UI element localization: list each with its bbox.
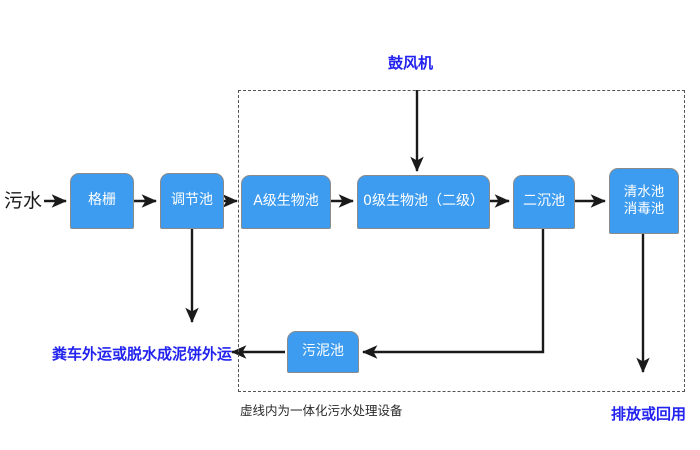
- blower-label: 鼓风机: [388, 54, 434, 72]
- node-disinfection-label: 消毒池: [623, 201, 665, 217]
- arrow-secondary-to-sludge: [362, 229, 545, 359]
- inlet-label: 污水: [4, 190, 43, 212]
- node-regulating-tank[interactable]: 调节池: [160, 173, 224, 229]
- node-secondary-sedimentation-tank[interactable]: 二沉池: [513, 175, 575, 229]
- node-secondary-sedimentation-tank-label: 二沉池: [523, 193, 565, 210]
- node-a-stage-biological-tank-label: A级生物池: [253, 193, 319, 210]
- node-sludge-tank[interactable]: 污泥池: [287, 331, 359, 373]
- node-regulating-tank-label: 调节池: [171, 192, 213, 209]
- node-o-stage-biological-tank[interactable]: 0级生物池（二级）: [357, 175, 490, 229]
- node-grille-label: 格栅: [88, 192, 116, 209]
- node-o-stage-biological-tank-label: 0级生物池（二级）: [363, 193, 484, 210]
- node-clear-water-label: 清水池: [623, 184, 665, 201]
- node-grille[interactable]: 格栅: [70, 173, 134, 229]
- discharge-reuse-label: 排放或回用: [611, 405, 687, 423]
- node-a-stage-biological-tank[interactable]: A级生物池: [241, 175, 331, 229]
- node-clear-water-disinfection-tank[interactable]: 清水池 消毒池: [609, 168, 679, 234]
- node-sludge-tank-label: 污泥池: [302, 343, 344, 360]
- integrated-equipment-boundary: [238, 90, 685, 392]
- sludge-transport-label: 粪车外运或脱水成泥饼外运: [52, 345, 233, 363]
- dashed-region-caption: 虚线内为一体化污水处理设备: [240, 403, 403, 418]
